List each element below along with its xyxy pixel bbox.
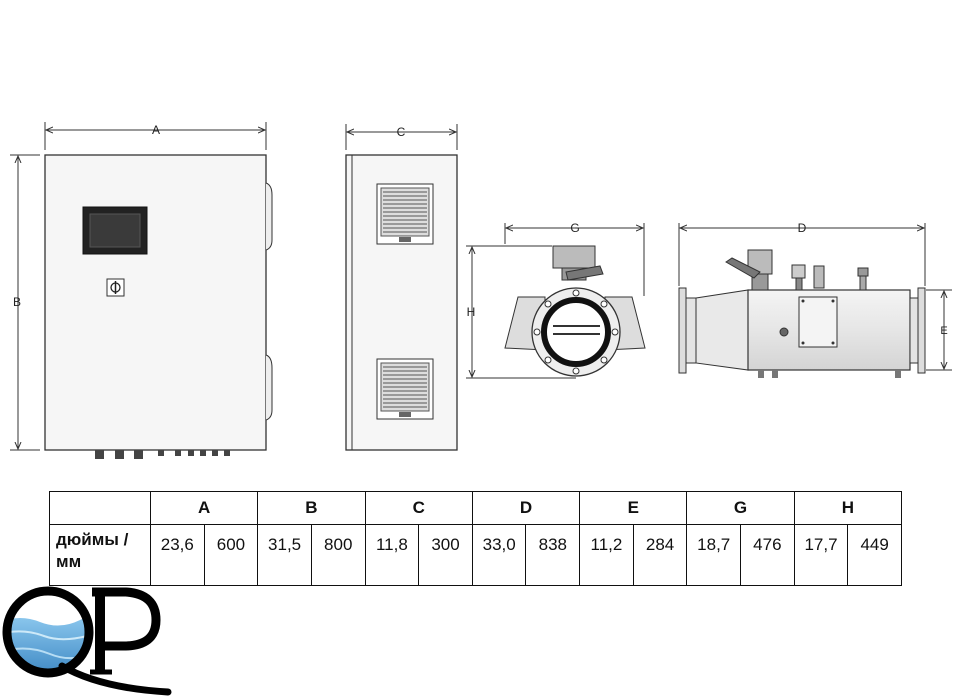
value-g-inch: 18,7 (686, 524, 742, 586)
value-c-mm: 300 (418, 524, 473, 586)
table-row: дюймы /мм 23,6 600 31,5 800 11,8 300 33,… (49, 524, 902, 586)
header-a: A (149, 491, 259, 525)
value-g-mm: 476 (740, 524, 795, 586)
value-a-mm: 600 (203, 524, 259, 586)
cover-plate (798, 296, 838, 348)
value-c-inch: 11,8 (364, 524, 420, 586)
table-header-row: A B C D E G H (49, 491, 903, 525)
table-corner-cell (49, 491, 151, 525)
value-d-mm: 838 (525, 524, 581, 586)
main-switch-icon (106, 278, 125, 297)
qp-logo (2, 586, 172, 696)
header-g: G (686, 491, 795, 525)
value-e-inch: 11,2 (579, 524, 634, 586)
header-e: E (579, 491, 688, 525)
header-c: C (364, 491, 473, 525)
technical-drawing: A B (10, 122, 952, 459)
row-label-units: дюймы /мм (49, 524, 151, 586)
reactor-end-view: G H (466, 221, 646, 379)
dim-label-g: G (570, 221, 579, 235)
cabinet-side-view: C (345, 124, 458, 451)
water-fill (7, 615, 89, 673)
vent-grille-top (376, 183, 434, 245)
value-a-inch: 23,6 (150, 524, 205, 586)
vent-grille-bottom (376, 358, 434, 420)
dim-label-h: H (467, 305, 476, 319)
cable-glands (95, 450, 230, 459)
dim-label-c: C (397, 125, 406, 139)
dim-label-e: E (940, 325, 947, 337)
value-h-mm: 449 (847, 524, 902, 586)
dim-label-d: D (798, 221, 807, 235)
value-b-mm: 800 (310, 524, 366, 586)
header-d: D (471, 491, 581, 525)
header-h: H (793, 491, 903, 525)
dim-label-b: B (13, 295, 21, 309)
reactor-side-view: D E (678, 221, 952, 378)
value-h-inch: 17,7 (793, 524, 849, 586)
dim-label-a: A (152, 123, 160, 137)
dimensions-table: A B C D E G H дюймы /мм 23,6 600 31,5 80… (49, 491, 903, 586)
cabinet-front-view: A B (10, 122, 273, 459)
value-d-inch: 33,0 (471, 524, 527, 586)
header-b: B (257, 491, 366, 525)
value-e-mm: 284 (632, 524, 688, 586)
value-b-inch: 31,5 (257, 524, 312, 586)
